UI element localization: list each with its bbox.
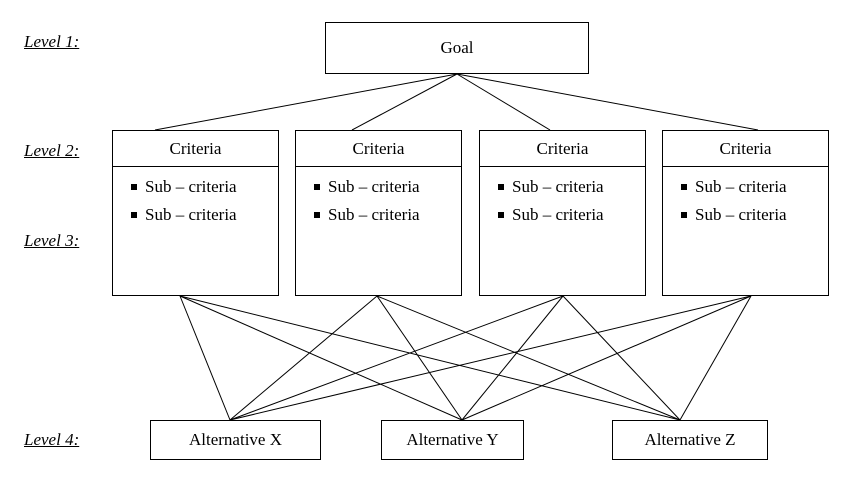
sub-criteria-item: Sub – criteria: [681, 177, 828, 197]
sub-criteria-label: Sub – criteria: [328, 177, 420, 196]
criteria-4-alternative-1-line: [229, 295, 752, 421]
sub-criteria-item: Sub – criteria: [131, 205, 278, 225]
square-bullet-icon: [314, 184, 320, 190]
square-bullet-icon: [498, 212, 504, 218]
sub-criteria-label: Sub – criteria: [512, 205, 604, 224]
criteria-title: Criteria: [480, 131, 645, 167]
sub-criteria-list: Sub – criteria Sub – criteria: [663, 167, 828, 225]
criteria-title: Criteria: [113, 131, 278, 167]
criteria-1-alternative-1-line: [179, 295, 231, 421]
square-bullet-icon: [681, 212, 687, 218]
level-1-label: Level 1:: [24, 32, 80, 51]
criteria-4-alternative-3-line: [679, 295, 752, 421]
goal-criteria-line-4: [456, 73, 759, 131]
level-4-label: Level 4:: [24, 430, 80, 449]
square-bullet-icon: [498, 184, 504, 190]
sub-criteria-item: Sub – criteria: [681, 205, 828, 225]
square-bullet-icon: [314, 212, 320, 218]
sub-criteria-item: Sub – criteria: [498, 177, 645, 197]
alternative-y-box: Alternative Y: [381, 420, 524, 460]
criteria-box-4: Criteria Sub – criteria Sub – criteria: [662, 130, 829, 296]
criteria-1-alternative-2-line: [179, 295, 463, 421]
criteria-box-1: Criteria Sub – criteria Sub – criteria: [112, 130, 279, 296]
criteria-3-alternative-1-line: [229, 295, 564, 421]
goal-criteria-line-3: [456, 73, 551, 131]
sub-criteria-label: Sub – criteria: [695, 177, 787, 196]
criteria-2-alternative-3-line: [376, 295, 681, 421]
criteria-3-alternative-2-line: [461, 295, 564, 421]
level-3-label: Level 3:: [24, 231, 80, 250]
goal-box: Goal: [325, 22, 589, 74]
criteria-2-alternative-1-line: [229, 295, 378, 421]
sub-criteria-label: Sub – criteria: [695, 205, 787, 224]
criteria-box-3: Criteria Sub – criteria Sub – criteria: [479, 130, 646, 296]
sub-criteria-list: Sub – criteria Sub – criteria: [296, 167, 461, 225]
criteria-3-alternative-3-line: [562, 295, 681, 421]
square-bullet-icon: [131, 212, 137, 218]
criteria-box-2: Criteria Sub – criteria Sub – criteria: [295, 130, 462, 296]
criteria-1-alternative-3-line: [179, 295, 681, 421]
criteria-2-alternative-2-line: [376, 295, 463, 421]
alternative-x-box: Alternative X: [150, 420, 321, 460]
criteria-title: Criteria: [296, 131, 461, 167]
square-bullet-icon: [681, 184, 687, 190]
sub-criteria-list: Sub – criteria Sub – criteria: [113, 167, 278, 225]
sub-criteria-label: Sub – criteria: [328, 205, 420, 224]
square-bullet-icon: [131, 184, 137, 190]
sub-criteria-label: Sub – criteria: [145, 177, 237, 196]
sub-criteria-label: Sub – criteria: [145, 205, 237, 224]
sub-criteria-item: Sub – criteria: [498, 205, 645, 225]
sub-criteria-item: Sub – criteria: [314, 177, 461, 197]
sub-criteria-list: Sub – criteria Sub – criteria: [480, 167, 645, 225]
goal-criteria-line-1: [154, 73, 458, 131]
level-2-label: Level 2:: [24, 141, 80, 160]
sub-criteria-label: Sub – criteria: [512, 177, 604, 196]
alternative-z-box: Alternative Z: [612, 420, 768, 460]
sub-criteria-item: Sub – criteria: [314, 205, 461, 225]
criteria-title: Criteria: [663, 131, 828, 167]
criteria-4-alternative-2-line: [461, 295, 752, 421]
sub-criteria-item: Sub – criteria: [131, 177, 278, 197]
goal-criteria-line-2: [351, 73, 458, 131]
